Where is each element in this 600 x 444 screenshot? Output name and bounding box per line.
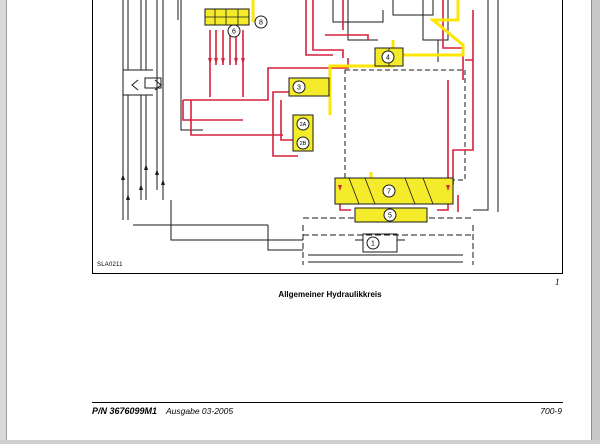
callout-label: 2A <box>300 122 307 128</box>
callout-label: 2B <box>300 141 307 147</box>
hydraulic-diagram: 8 6 4 3 2A 2B 7 5 1 SLA0211 <box>92 0 563 274</box>
footer-part-number: P/N 3676099M1 <box>92 406 158 416</box>
callout-label: 5 <box>388 213 392 220</box>
callout-label: 3 <box>297 85 301 92</box>
footer-page-number: 700-9 <box>540 406 562 416</box>
footer-edition: Ausgabe 03-2005 <box>166 406 234 416</box>
viewer-right-margin <box>592 0 600 444</box>
viewer-bottom-margin <box>0 440 600 444</box>
viewer-right-border <box>591 0 592 444</box>
callout-label: 8 <box>259 20 263 27</box>
hydraulic-schematic: 8 6 4 3 2A 2B 7 5 1 <box>121 0 499 265</box>
callout-label: 6 <box>232 29 236 36</box>
callout-label: 1 <box>371 241 375 248</box>
viewer-left-border <box>6 0 7 444</box>
figure-number: 1 <box>555 277 560 287</box>
callout-label: 7 <box>387 189 391 196</box>
figure-caption: Allgemeiner Hydraulikkreis <box>278 290 382 299</box>
figure-id: SLA0211 <box>97 262 123 268</box>
callout-label: 4 <box>386 55 390 62</box>
viewer-left-margin <box>0 0 6 444</box>
footer-divider <box>92 402 563 403</box>
